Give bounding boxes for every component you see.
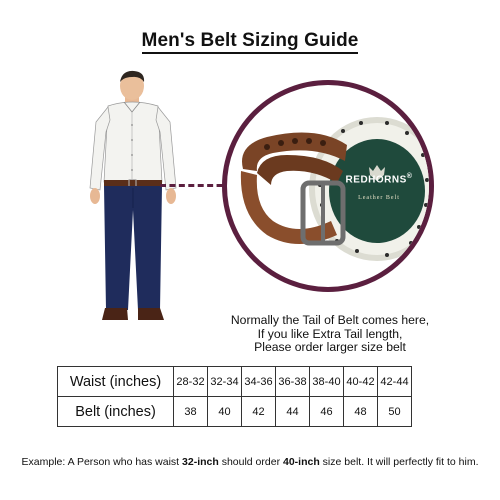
belt-cell: 38	[173, 396, 208, 427]
brand-registered: ®	[406, 173, 413, 180]
note-line-3: Please order larger size belt	[254, 340, 406, 354]
belt-cell: 44	[275, 396, 310, 427]
brand-name: REDHORNS	[345, 174, 407, 186]
waist-cell: 28-32	[173, 366, 208, 397]
waist-row: Waist (inches) 28-32 32-34 34-36 36-38 3…	[57, 366, 412, 397]
belt-header: Belt (inches)	[57, 396, 174, 427]
brand-label: REDHORNS®	[337, 173, 421, 185]
example-part-2: should order	[218, 456, 283, 468]
belt-cell: 46	[309, 396, 344, 427]
note-line-2: If you like Extra Tail length,	[257, 326, 403, 341]
waist-pointer-line	[160, 184, 232, 187]
size-chart-table: Waist (inches) 28-32 32-34 34-36 36-38 3…	[57, 366, 412, 427]
waist-cell: 36-38	[275, 366, 310, 397]
example-belt: 40-inch	[283, 456, 320, 468]
waist-cell: 40-42	[343, 366, 378, 397]
waist-header: Waist (inches)	[57, 366, 174, 397]
waist-cell: 32-34	[207, 366, 242, 397]
man-illustration	[89, 70, 177, 320]
example-part-1: Example: A Person who has waist	[21, 456, 183, 468]
belt-cell: 48	[343, 396, 378, 427]
note-line-1: Normally the Tail of Belt comes here,	[230, 313, 430, 327]
belt-product-image	[240, 117, 429, 261]
tail-note: Normally the Tail of Belt comes here, If…	[210, 313, 450, 355]
brand-tagline: Leather Belt	[358, 195, 400, 201]
belt-cell: 40	[207, 396, 242, 427]
page-title: Men's Belt Sizing Guide	[0, 30, 500, 54]
belt-cell: 42	[241, 396, 276, 427]
page-title-text: Men's Belt Sizing Guide	[141, 30, 359, 54]
waist-cell: 38-40	[309, 366, 344, 397]
example-waist: 32-inch	[182, 456, 219, 468]
example-part-3: size belt. It will perfectly fit to him.	[319, 456, 479, 468]
belt-product-circle: REDHORNS® Leather Belt	[222, 80, 434, 292]
belt-cell: 50	[377, 396, 412, 427]
belt-row: Belt (inches) 38 40 42 44 46 48 50	[57, 396, 412, 427]
example-text: Example: A Person who has waist 32-inch …	[0, 456, 500, 468]
waist-cell: 34-36	[241, 366, 276, 397]
waist-cell: 42-44	[377, 366, 412, 397]
